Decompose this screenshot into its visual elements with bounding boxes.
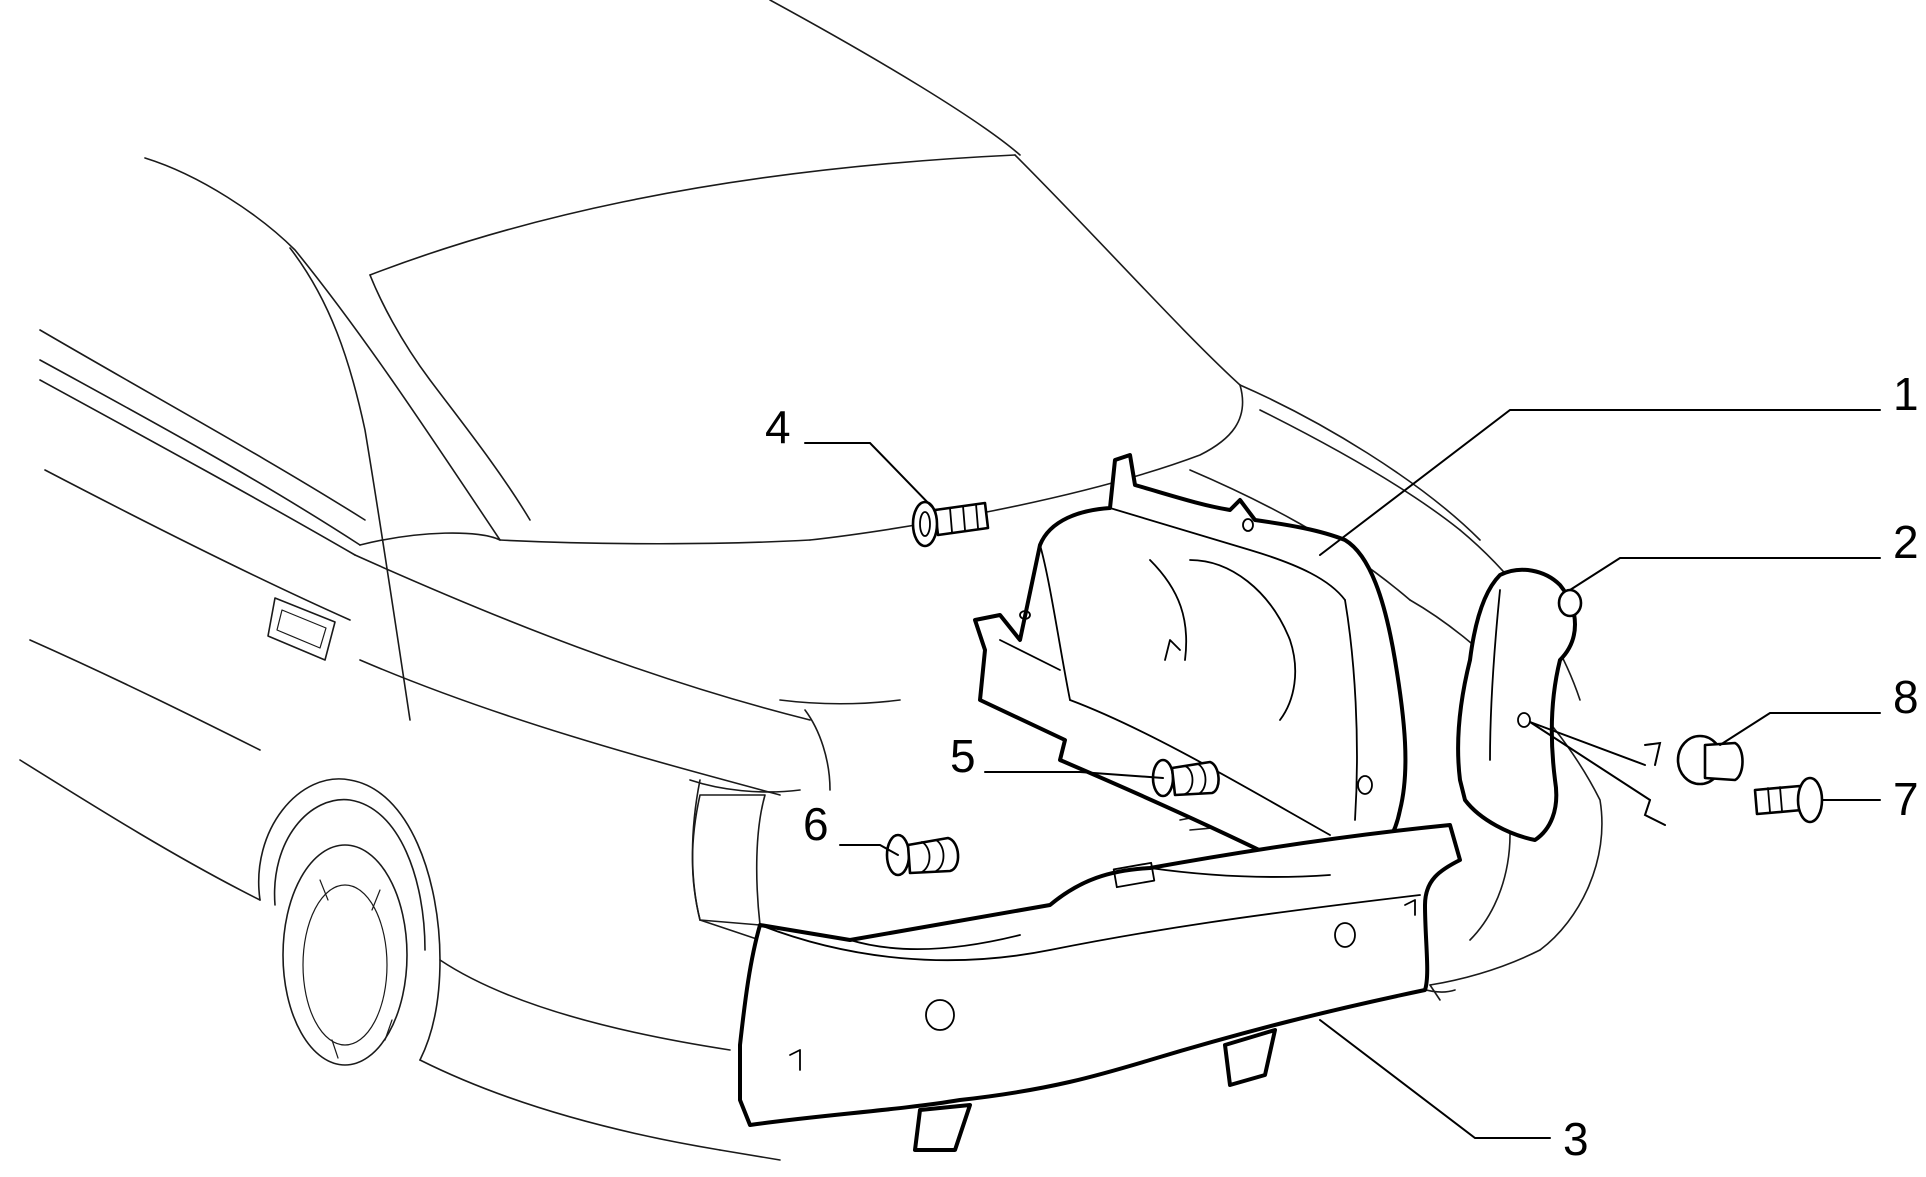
leader-lines [804,409,1881,1139]
callout-8: 8 [1893,671,1919,723]
part-8-cap [1676,734,1744,786]
callout-labels: 1 2 3 4 5 6 7 8 [765,368,1919,1165]
part-4-screw [911,500,990,548]
leader-6 [839,844,899,856]
callout-6: 6 [803,798,829,850]
callout-5: 5 [950,730,976,782]
leader-3 [1319,1019,1551,1139]
callout-3: 3 [1563,1113,1589,1165]
break-line-lower [1643,799,1666,826]
callout-4: 4 [765,401,791,453]
leader-8 [1719,712,1881,746]
callout-7: 7 [1893,773,1919,825]
leader-4 [804,442,936,511]
part-7-screw [1753,776,1824,824]
car-body-outline [19,0,1603,1161]
leader-2 [1569,557,1881,591]
part-6-clip [885,833,960,877]
part-1-trunk-side-lining [973,453,1408,872]
callout-2: 2 [1893,516,1919,568]
leader-2-inner-b [1529,721,1651,801]
part-2-corner-panel [1456,567,1583,842]
break-line-upper [1644,741,1662,766]
leader-1 [1319,409,1881,556]
leader-5 [984,771,1164,779]
callout-1: 1 [1893,368,1919,420]
leader-2-inner [1529,721,1646,766]
part-3-rear-panel-trim [738,823,1462,1152]
